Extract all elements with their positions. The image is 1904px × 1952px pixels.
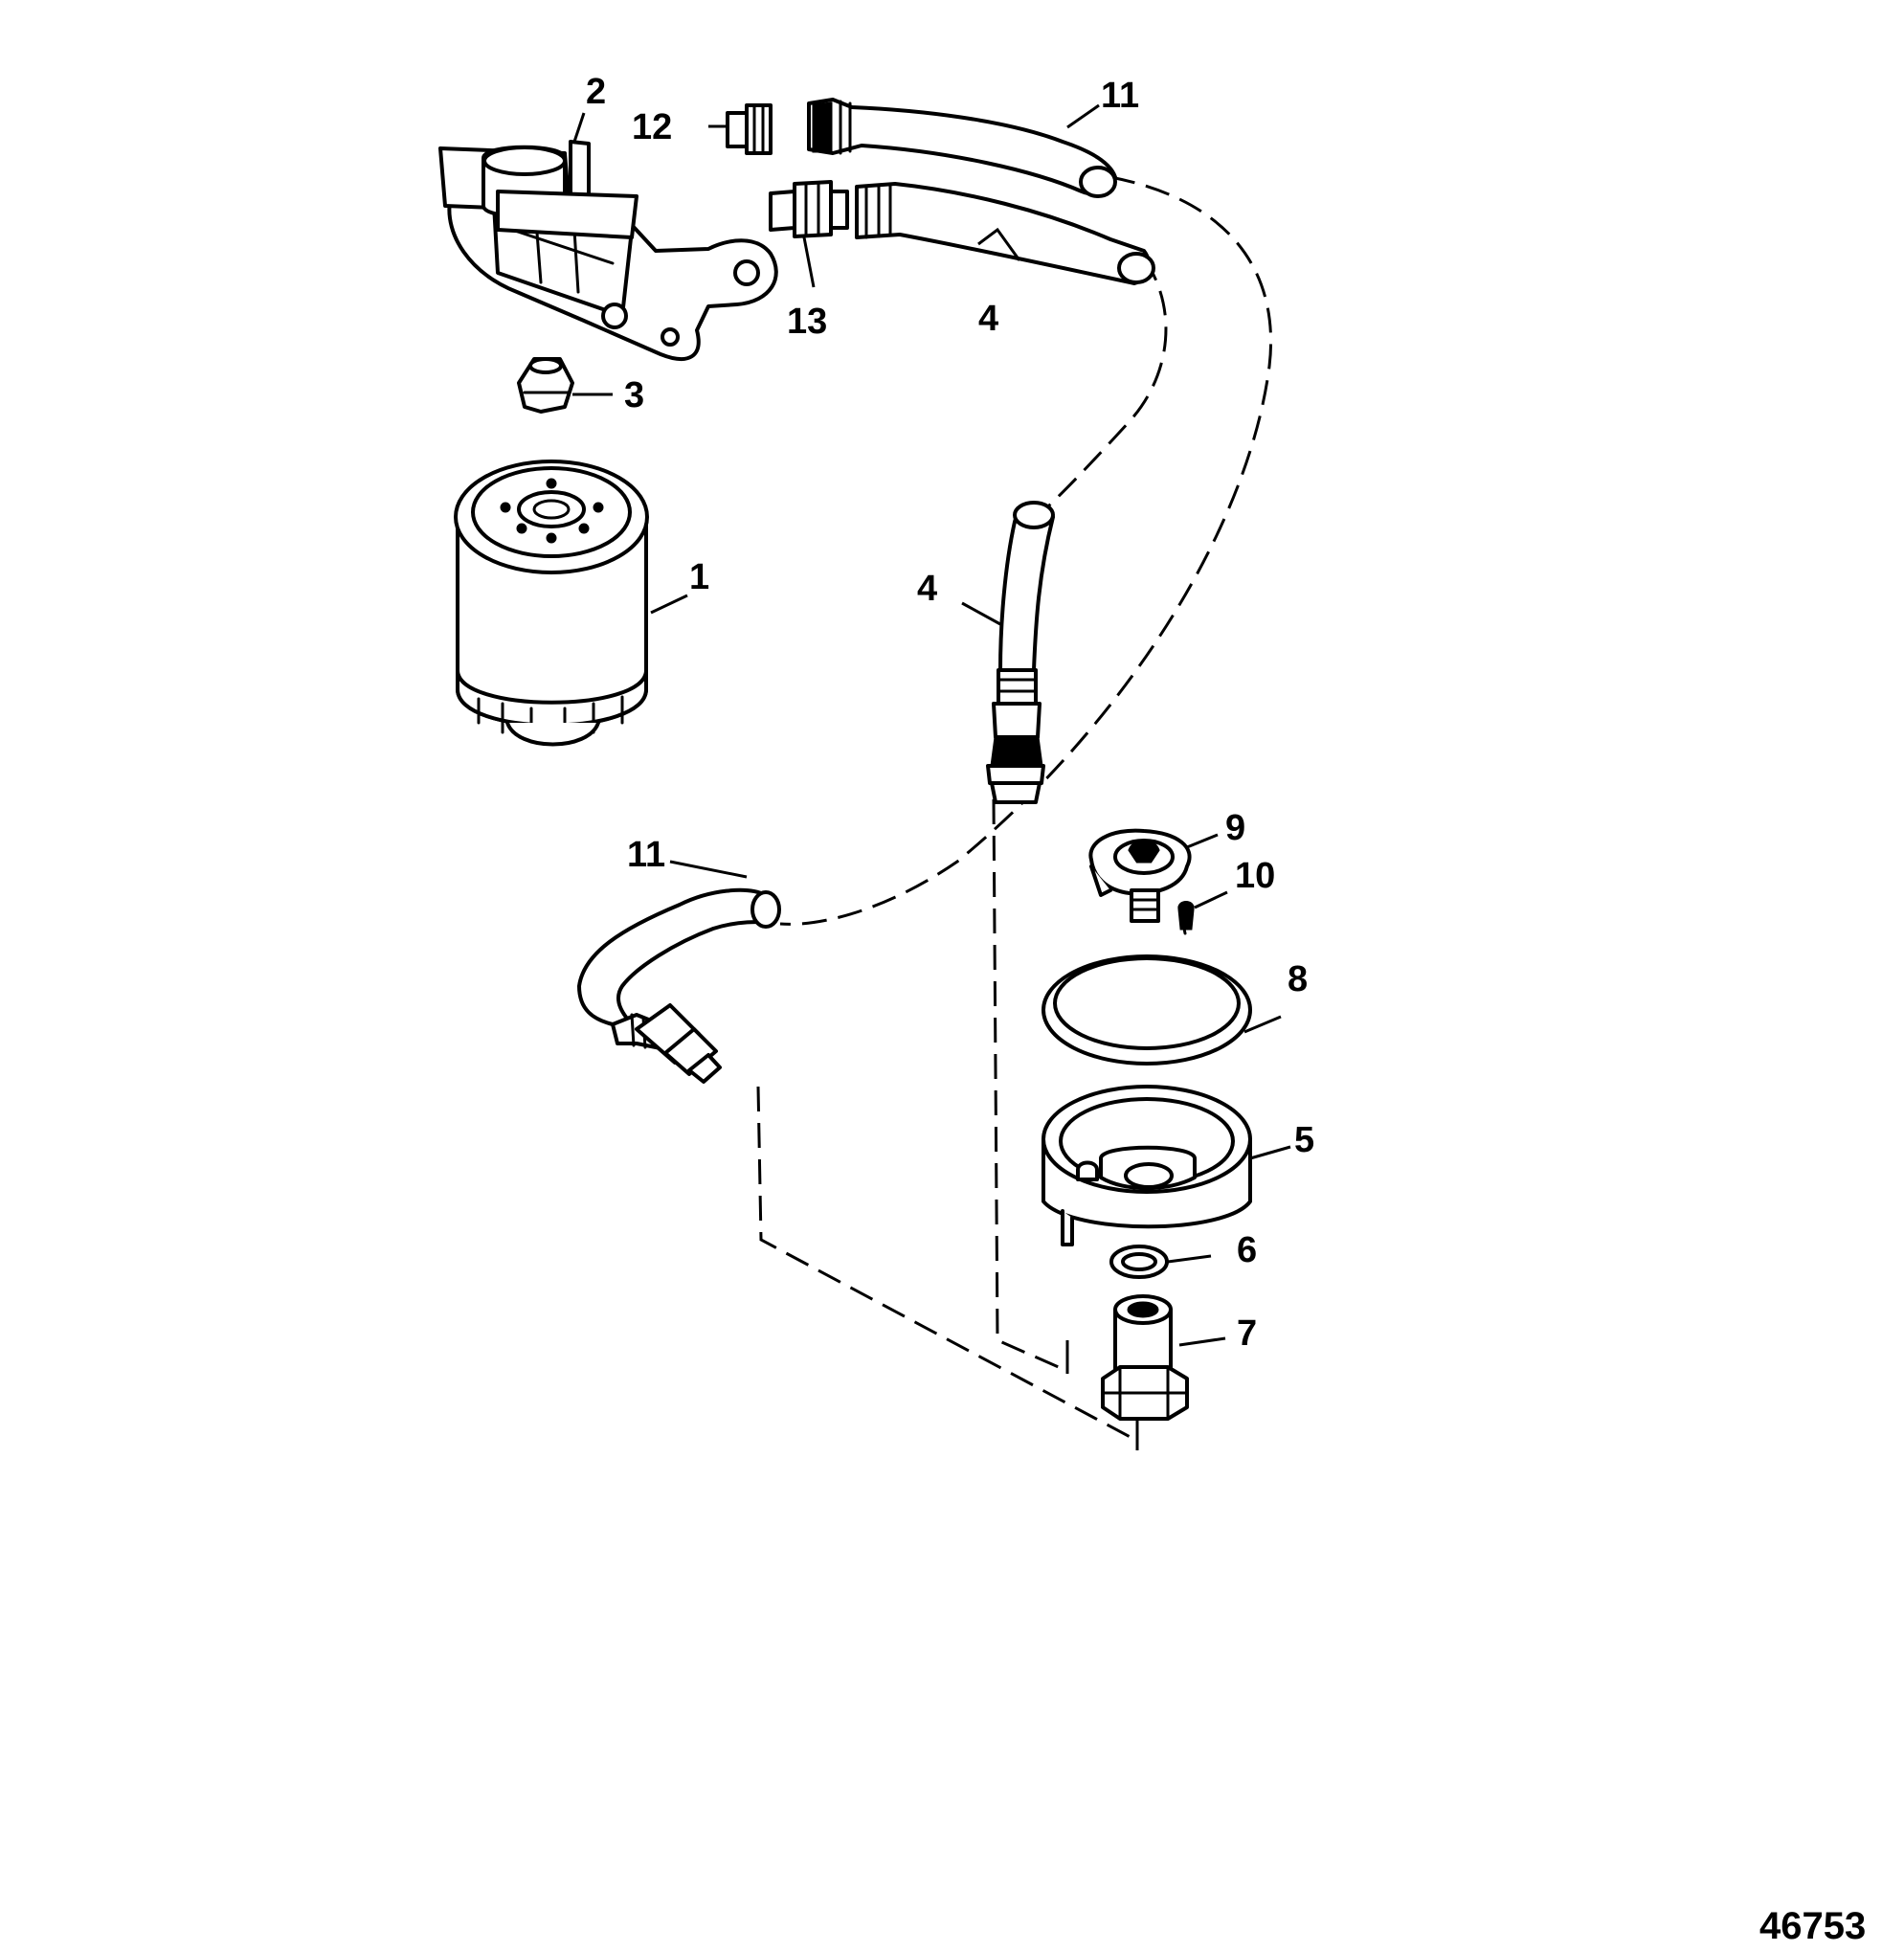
- callout-10: 10: [1235, 856, 1275, 896]
- hex-adapter-7: [1101, 1294, 1189, 1421]
- callout-11-lower: 11: [627, 835, 665, 875]
- oil-filter: [454, 460, 649, 747]
- callout-leaders: [572, 103, 1291, 1347]
- adapter-nipple-3: [517, 357, 574, 414]
- hose-4-lower: [986, 501, 1055, 804]
- hose-4-upper: [855, 182, 1155, 285]
- washer-6: [1109, 1245, 1169, 1279]
- callout-11-upper: 11: [1101, 76, 1139, 116]
- callout-4-lower: 4: [917, 569, 937, 609]
- figure-number: 46753: [1759, 1905, 1866, 1947]
- callout-4-upper: 4: [978, 299, 998, 339]
- sealing-ring-8: [1042, 954, 1252, 1066]
- hose-routing-lines: [756, 175, 1273, 1450]
- callout-9: 9: [1225, 808, 1245, 848]
- callout-7: 7: [1237, 1313, 1257, 1354]
- callout-3: 3: [624, 375, 644, 415]
- callout-labels: 1 2 3 4 4 11 11 12 13 9 10 8 5 6 7: [586, 72, 1314, 1354]
- callout-2: 2: [586, 72, 606, 112]
- sender-switch-9: [1088, 828, 1192, 923]
- callout-13: 13: [787, 302, 827, 342]
- callout-8: 8: [1288, 959, 1308, 999]
- screw-10: [1177, 901, 1195, 935]
- callout-5: 5: [1294, 1120, 1314, 1160]
- callout-12: 12: [632, 107, 672, 147]
- filter-adapter-bracket: [438, 140, 778, 361]
- fitting-13: [769, 180, 849, 238]
- filter-base-5: [1042, 1085, 1252, 1246]
- callout-6: 6: [1237, 1230, 1257, 1270]
- callout-1: 1: [689, 557, 709, 597]
- fitting-12: [726, 103, 773, 155]
- hose-11-upper: [807, 98, 1117, 198]
- hose-11-lower: [577, 887, 781, 1084]
